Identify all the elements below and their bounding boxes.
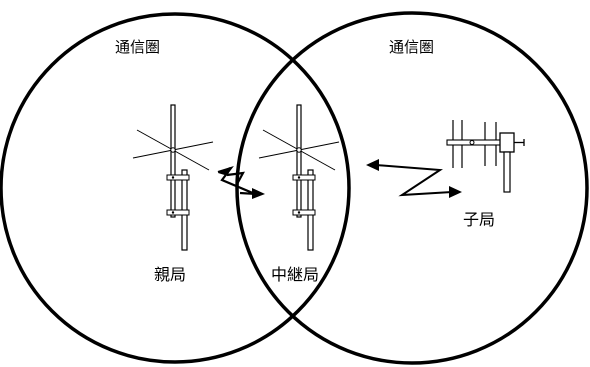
coverage-circle-right xyxy=(235,11,589,365)
relay-antenna-icon xyxy=(258,104,340,251)
coverage-area-label-left: 通信圏 xyxy=(115,38,161,56)
parent-antenna-icon xyxy=(132,104,214,251)
child-yagi-antenna-icon xyxy=(446,120,525,193)
parent-station-label: 親局 xyxy=(154,265,187,284)
radio-link-arrow-parent-relay xyxy=(217,165,265,199)
child-station-label: 子局 xyxy=(463,210,496,229)
coverage-area-label-right: 通信圏 xyxy=(389,38,435,56)
coverage-circle-left xyxy=(0,12,351,364)
relay-station-label: 中継局 xyxy=(271,265,320,284)
radio-link-arrow-relay-child xyxy=(366,159,462,198)
